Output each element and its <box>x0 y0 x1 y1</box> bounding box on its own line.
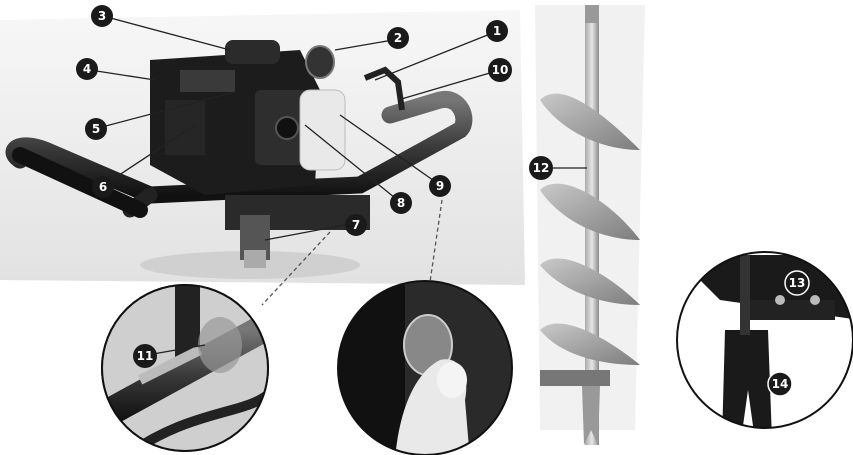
svg-text:9: 9 <box>436 179 444 193</box>
svg-text:2: 2 <box>394 31 402 45</box>
detail-circle-primer-bulb <box>337 280 513 455</box>
callout-7: 7 <box>345 214 367 236</box>
callout-14: 14 <box>767 371 793 397</box>
leader-10 <box>397 69 501 101</box>
powerhead-photo <box>0 10 525 285</box>
leader-6 <box>103 124 196 186</box>
svg-text:1: 1 <box>493 24 501 38</box>
detail-circle-blade-point <box>676 251 853 429</box>
callout-4: 4 <box>76 58 98 80</box>
svg-text:4: 4 <box>83 62 91 76</box>
svg-text:5: 5 <box>92 122 100 136</box>
auger-bit-photo <box>535 5 645 445</box>
callout-badges: 1 2 3 4 5 6 7 8 9 10 11 12 13 14 <box>76 5 810 397</box>
callout-13: 13 <box>784 270 810 296</box>
leader-dash-11 <box>261 231 331 306</box>
leader-2 <box>334 39 394 51</box>
svg-text:14: 14 <box>772 377 789 391</box>
svg-text:3: 3 <box>98 9 106 23</box>
leader-1 <box>374 31 496 81</box>
callout-9: 9 <box>429 175 451 197</box>
svg-text:10: 10 <box>492 63 509 77</box>
leader-4 <box>89 69 156 81</box>
callout-10: 10 <box>488 58 512 82</box>
detail-circle-fuel-line <box>101 284 269 452</box>
callout-2: 2 <box>387 27 409 49</box>
leader-lines <box>89 15 587 356</box>
leader-9 <box>339 114 441 186</box>
svg-text:7: 7 <box>352 218 360 232</box>
callout-3: 3 <box>91 5 113 27</box>
callout-11: 11 <box>133 344 157 368</box>
callout-6: 6 <box>92 176 114 198</box>
leader-7 <box>264 222 356 241</box>
svg-text:12: 12 <box>533 161 550 175</box>
svg-text:8: 8 <box>397 196 405 210</box>
leader-3 <box>102 15 231 51</box>
svg-text:11: 11 <box>137 349 154 363</box>
callout-12: 12 <box>529 156 553 180</box>
callout-8: 8 <box>390 192 412 214</box>
leader-5 <box>97 91 236 129</box>
callout-1: 1 <box>486 20 508 42</box>
callout-5: 5 <box>85 118 107 140</box>
svg-text:13: 13 <box>789 276 806 290</box>
svg-text:6: 6 <box>99 180 107 194</box>
leader-8 <box>304 124 401 203</box>
